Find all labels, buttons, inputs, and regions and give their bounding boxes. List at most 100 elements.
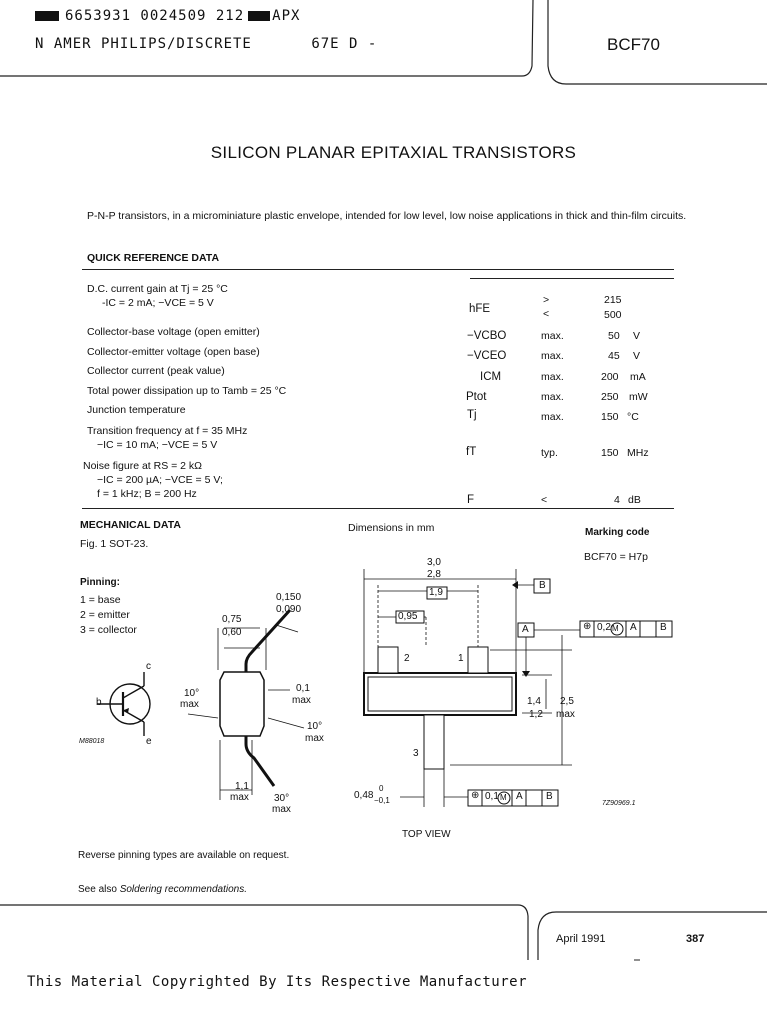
- side-d-075: 0,75: [222, 614, 242, 625]
- marking-heading: Marking code: [585, 527, 650, 538]
- header-line-2: N AMER PHILIPS/DISCRETE 67E D -: [35, 36, 378, 52]
- top-d-048-dn: −0,1: [374, 796, 390, 805]
- qr-row-2-lim: max.: [541, 330, 564, 342]
- qr-row-1-lim-b: <: [543, 308, 550, 320]
- qr-row-1-param: D.C. current gain at Tj = 25 °C: [87, 283, 228, 295]
- qr-row-7-lim: typ.: [541, 447, 558, 459]
- pin-3: 3 = collector: [80, 624, 137, 636]
- tol2-a: A: [516, 791, 523, 802]
- qr-row-8-unit: dB: [628, 494, 641, 506]
- mechanical-heading: MECHANICAL DATA: [80, 519, 181, 531]
- tol1-sym: ⊕: [583, 621, 592, 632]
- tol2-b: B: [546, 791, 553, 802]
- side-d-0150: 0,150: [276, 592, 302, 603]
- top-d-048-up: 0: [379, 784, 384, 793]
- top-d-19: 1,9: [429, 587, 443, 598]
- qr-row-3-param: Collector-emitter voltage (open base): [87, 346, 260, 358]
- fig-caption: Fig. 1 SOT-23.: [80, 538, 149, 550]
- qr-row-8-val: 4: [614, 494, 620, 506]
- symbol-ref: M88018: [79, 738, 105, 745]
- qr-row-4-param: Collector current (peak value): [87, 365, 225, 377]
- qr-row-7-unit: MHz: [627, 447, 649, 459]
- qr-row-5-param: Total power dissipation up to Tamb = 25 …: [87, 385, 287, 397]
- qr-row-3-val: 45: [608, 350, 620, 362]
- side-max-4: max: [230, 792, 249, 803]
- qr-row-8-lim: <: [541, 494, 548, 506]
- top-d-25: 2,5: [560, 696, 574, 707]
- qr-row-1-cond: -IC = 2 mA; −VCE = 5 V: [102, 297, 214, 309]
- qr-row-6-val: 150: [601, 411, 619, 423]
- pinning-heading: Pinning:: [80, 577, 120, 588]
- top-view-drawing: [363, 569, 673, 807]
- pin-2: 2 = emitter: [80, 609, 130, 621]
- qr-row-8-param: Noise figure at RS = 2 kΩ: [83, 460, 203, 472]
- side-angle-30: 30°: [274, 793, 290, 804]
- header-date-code: 67E D: [311, 36, 359, 52]
- see-also-prefix: See also: [78, 884, 120, 895]
- qr-row-2-unit: V: [633, 330, 641, 342]
- side-angle-10b: 10°: [307, 721, 323, 732]
- qr-row-3-unit: V: [633, 350, 641, 362]
- top-d-30: 3,0: [427, 557, 441, 568]
- top-view-label: TOP VIEW: [402, 829, 451, 840]
- qr-row-8-sym: F: [467, 494, 475, 506]
- qr-row-4-lim: max.: [541, 371, 564, 383]
- side-d-060: 0,60: [222, 627, 242, 638]
- see-also-note: See also Soldering recommendations.: [78, 884, 247, 895]
- soldering-link[interactable]: Soldering recommendations.: [119, 884, 247, 895]
- ref-a-label: A: [522, 624, 529, 635]
- tol1-m: M: [612, 624, 619, 633]
- black-block-icon: [35, 11, 59, 21]
- tol1-b: B: [660, 622, 667, 633]
- marking-value: BCF70 = H7p: [584, 551, 648, 563]
- qr-row-1-val-a: 215: [604, 294, 622, 306]
- header-suffix: APX: [272, 8, 301, 24]
- top-pin3: 3: [413, 748, 419, 759]
- qr-row-6-unit: °C: [627, 411, 639, 423]
- top-pin2: 2: [404, 653, 410, 664]
- symbol-c-label: c: [146, 661, 151, 672]
- qr-row-5-val: 250: [601, 391, 619, 403]
- qr-row-7-param: Transition frequency at f = 35 MHz: [87, 425, 248, 437]
- symbol-b-label: b: [96, 697, 102, 708]
- side-max-3: max: [305, 733, 324, 744]
- side-d-11: 1,1: [235, 781, 249, 792]
- qr-row-8-cond: −IC = 200 µA; −VCE = 5 V;: [97, 474, 223, 486]
- qr-row-4-unit: mA: [630, 371, 646, 383]
- quick-ref-heading: QUICK REFERENCE DATA: [87, 252, 220, 264]
- top-d-048: 0,48: [354, 790, 374, 801]
- qr-row-3-sym: −VCEO: [467, 350, 507, 362]
- side-max-2: max: [292, 695, 311, 706]
- transistor-symbol: [97, 672, 151, 736]
- qr-row-1-lim-a: >: [543, 294, 550, 306]
- qr-row-2-sym: −VCBO: [467, 330, 507, 342]
- dimensions-note: Dimensions in mm: [348, 522, 435, 534]
- pin-1: 1 = base: [80, 594, 121, 606]
- qr-row-5-sym: Ptot: [466, 391, 487, 403]
- qr-row-5-lim: max.: [541, 391, 564, 403]
- ref-b-label: B: [539, 580, 546, 591]
- qr-row-6-param: Junction temperature: [87, 404, 186, 416]
- black-block-icon: [248, 11, 271, 21]
- header-code: 6653931 0024509 212: [65, 8, 245, 24]
- symbol-e-label: e: [146, 736, 152, 747]
- side-d-01: 0,1: [296, 683, 310, 694]
- intro-text: P-N-P transistors, in a microminiature p…: [87, 210, 687, 222]
- top-max: max: [556, 709, 575, 720]
- tol2-m: M: [500, 793, 507, 802]
- side-max-1: max: [180, 699, 199, 710]
- qr-row-6-sym: Tj: [467, 409, 477, 421]
- copyright-notice: This Material Copyrighted By Its Respect…: [27, 974, 528, 990]
- footer-date: April 1991: [556, 933, 606, 945]
- qr-row-8-cond2: f = 1 kHz; B = 200 Hz: [97, 488, 197, 500]
- page-number: 387: [686, 933, 705, 945]
- qr-row-2-param: Collector-base voltage (open emitter): [87, 326, 260, 338]
- side-view-drawing: [187, 608, 305, 800]
- tol2-val: 0,1: [485, 791, 499, 802]
- qr-row-2-val: 50: [608, 330, 620, 342]
- type-number: BCF70: [607, 35, 660, 54]
- tol1-a: A: [630, 622, 637, 633]
- qr-row-1-val-b: 500: [604, 309, 622, 321]
- qr-row-1-sym: hFE: [469, 303, 491, 315]
